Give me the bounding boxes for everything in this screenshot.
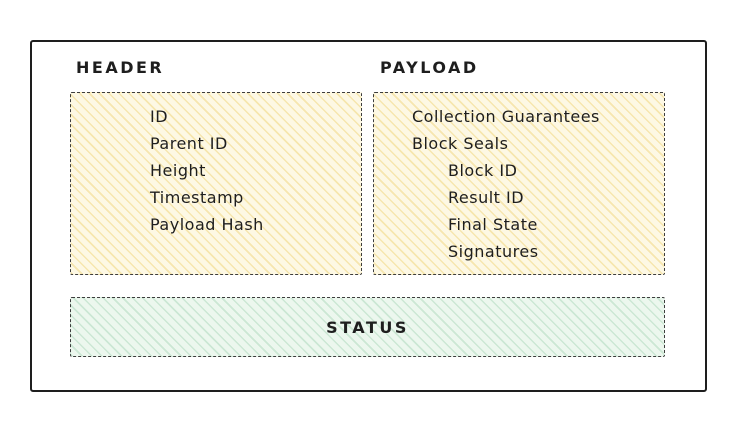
payload-field-block-seals: Block Seals [412, 134, 509, 153]
header-fields-box [70, 92, 362, 275]
header-field-payload-hash: Payload Hash [150, 215, 264, 234]
header-field-list: ID Parent ID Height Timestamp Payload Ha… [150, 103, 264, 238]
header-section-title: HEADER [76, 58, 165, 77]
payload-section-title: PAYLOAD [380, 58, 479, 77]
payload-field-block-id: Block ID [448, 161, 518, 180]
status-box: STATUS [70, 297, 665, 357]
payload-field-final-state: Final State [448, 215, 538, 234]
header-field-parent-id: Parent ID [150, 134, 228, 153]
payload-field-collection-guarantees: Collection Guarantees [412, 107, 600, 126]
payload-fields-box [373, 92, 665, 275]
payload-field-result-id: Result ID [448, 188, 525, 207]
header-field-timestamp: Timestamp [150, 188, 244, 207]
status-label: STATUS [326, 317, 409, 337]
header-field-id: ID [150, 107, 169, 126]
payload-field-list: Collection Guarantees Block Seals Block … [412, 103, 600, 265]
payload-field-signatures: Signatures [448, 242, 539, 261]
header-field-height: Height [150, 161, 206, 180]
